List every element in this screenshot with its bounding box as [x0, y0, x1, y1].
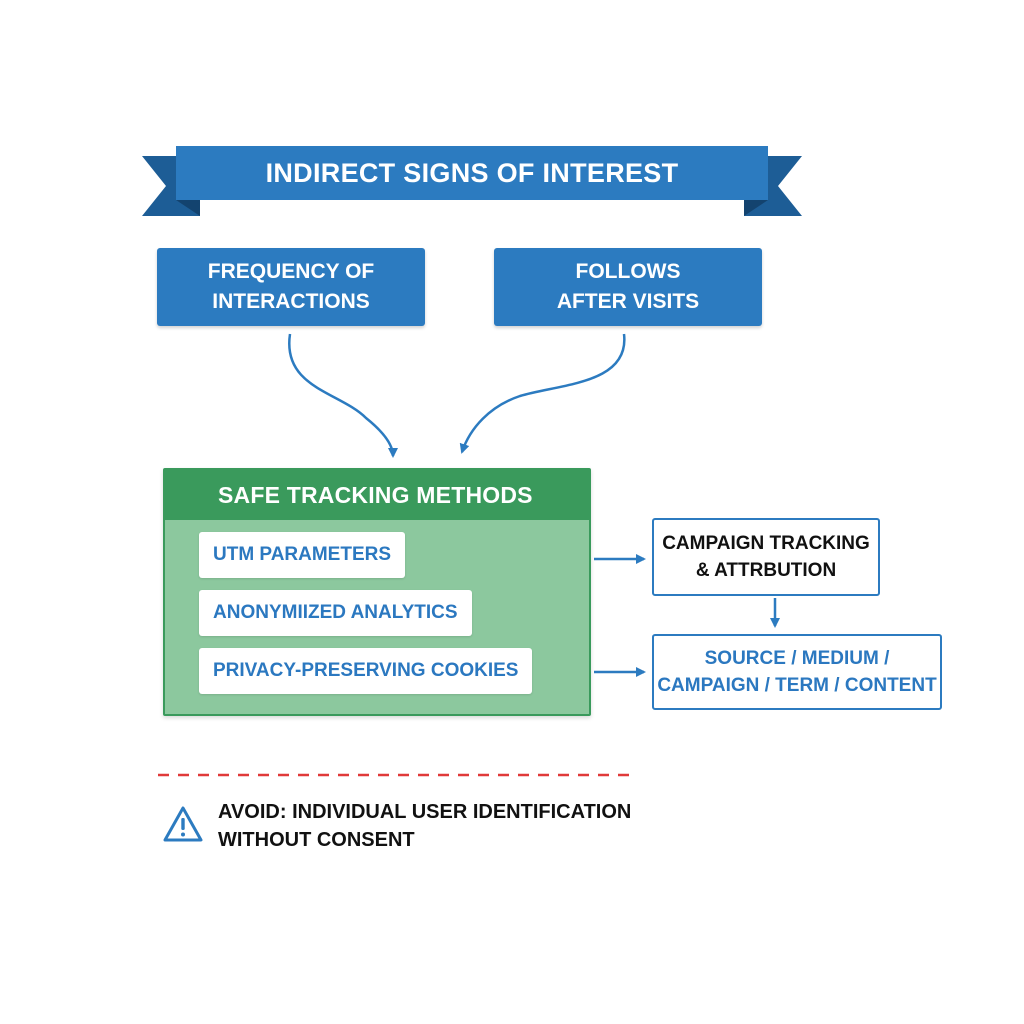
arrow-follows-to-safe: [459, 333, 626, 454]
banner-ribbon: [176, 146, 768, 200]
arrow-frequency-to-safe: [288, 333, 398, 458]
safe-tracking-title: SAFE TRACKING METHODS: [165, 470, 589, 520]
method-anonymized-analytics: ANONYMIIZED ANALYTICS: [199, 590, 472, 636]
campaign-tracking-box: CAMPAIGN TRACKING & ATTRBUTION: [652, 518, 880, 596]
warning-message: AVOID: INDIVIDUAL USER IDENTIFICATION WI…: [218, 798, 658, 854]
method-utm-parameters: UTM PARAMETERS: [199, 532, 406, 578]
banner-fold-left: [176, 200, 200, 216]
signal-follows-line1: FOLLOWS: [575, 260, 681, 283]
campaign-tracking-line1: CAMPAIGN TRACKING: [662, 533, 870, 554]
method-privacy-cookies: PRIVACY-PRESERVING COOKIES: [199, 648, 533, 694]
signal-frequency-line1: FREQUENCY OF: [207, 260, 375, 283]
signal-follows-box: FOLLOWS AFTER VISITS: [494, 248, 762, 326]
warning-line1: AVOID: INDIVIDUAL USER IDENTIFICATION: [218, 801, 632, 823]
signal-follows-line2: AFTER VISITS: [556, 290, 700, 313]
utm-fields-line1: SOURCE / MEDIUM /: [704, 648, 890, 669]
campaign-tracking-line2: & ATTRBUTION: [695, 560, 837, 581]
signal-frequency-line2: INTERACTIONS: [212, 290, 370, 313]
warning-line2: WITHOUT CONSENT: [218, 829, 415, 851]
safe-tracking-panel: SAFE TRACKING METHODS UTM PARAMETERS ANO…: [163, 468, 591, 716]
utm-fields-box: SOURCE / MEDIUM / CAMPAIGN / TERM / CONT…: [652, 634, 942, 710]
banner-title: INDIRECT SIGNS OF INTEREST: [265, 158, 679, 188]
warning-triangle-icon: [163, 806, 203, 842]
utm-fields-line2: CAMPAIGN / TERM / CONTENT: [657, 675, 937, 696]
signal-frequency-box: FREQUENCY OF INTERACTIONS: [157, 248, 425, 326]
banner-fold-right: [744, 200, 768, 216]
